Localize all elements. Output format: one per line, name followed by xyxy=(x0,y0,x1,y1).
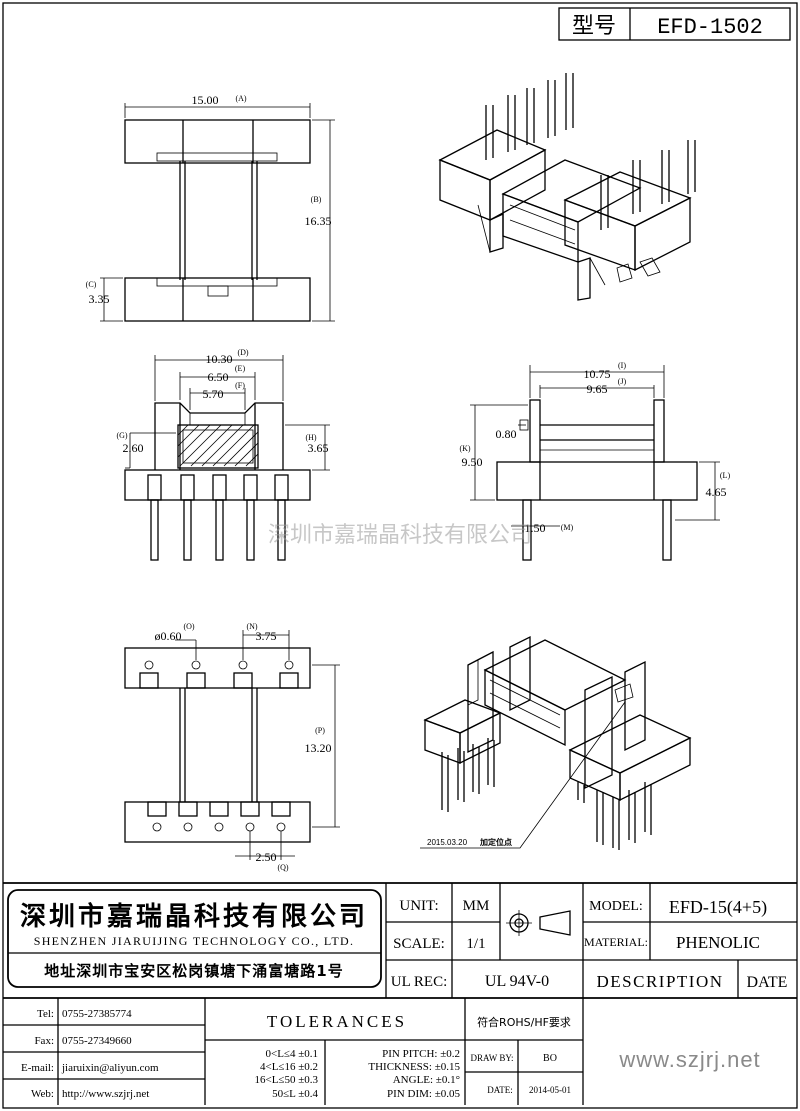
view-side: 10.75 (I) 9.65 (J) (K) 9.50 0.80 (L) 4.6… xyxy=(459,361,731,561)
model-value: EFD-15(4+5) xyxy=(669,897,767,918)
drawby-value: BO xyxy=(543,1053,557,1064)
dim-k-value: 9.50 xyxy=(462,455,483,469)
dim-q-letter: (Q) xyxy=(277,863,288,872)
scale-label: SCALE: xyxy=(393,936,445,952)
contact-tel-label: Tel: xyxy=(37,1008,54,1020)
contact-web-label: Web: xyxy=(31,1088,54,1100)
dim-b-letter: (B) xyxy=(311,195,322,204)
company-name-cn: 深圳市嘉瑞晶科技有限公司 xyxy=(20,901,368,932)
unit-label: UNIT: xyxy=(399,898,438,914)
company-address: 地址深圳市宝安区松岗镇塘下涌富塘路1号 xyxy=(44,962,343,980)
dim-f-letter: (F) xyxy=(235,381,245,390)
tolerance-spec-4: PIN DIM: ±0.05 xyxy=(387,1088,460,1100)
dim-g-letter: (G) xyxy=(116,431,127,440)
unit-value: MM xyxy=(463,898,490,914)
dim-e-value: 6.50 xyxy=(208,370,229,384)
dim-a-letter: (A) xyxy=(235,94,246,103)
rohs-text: 符合ROHS/HF要求 xyxy=(477,1015,571,1029)
watermark-text: 深圳市嘉瑞晶科技有限公司 xyxy=(268,523,532,548)
iso-view-top xyxy=(438,73,696,301)
ulrec-value: UL 94V-0 xyxy=(485,973,549,990)
dim-c-value: 3.35 xyxy=(89,292,110,306)
dim-n-letter: (N) xyxy=(246,622,257,631)
dim-l-value: 4.65 xyxy=(706,485,727,499)
model-label: MODEL: xyxy=(589,899,643,914)
header-model-value: EFD-1502 xyxy=(657,15,763,40)
ulrec-label: UL REC: xyxy=(391,974,448,990)
tolerance-spec-1: PIN PITCH: ±0.2 xyxy=(382,1048,460,1060)
view-top: 15.00 (A) (B) 16.35 (C) 3.35 xyxy=(86,93,335,322)
dim-p-letter: (P) xyxy=(315,726,325,735)
dim-f-value: 5.70 xyxy=(203,387,224,401)
annotation-note: 加定位点 xyxy=(479,837,512,847)
website-big-text: www.szjrj.net xyxy=(618,1047,760,1072)
dim-p-value: 13.20 xyxy=(305,741,332,755)
dim-extra-value: 0.80 xyxy=(496,427,517,441)
annotation-date: 2015.03.20 xyxy=(427,838,468,847)
tolerance-range-1: 0<L≤4 ±0.1 xyxy=(266,1048,319,1060)
projection-symbol-icon xyxy=(506,910,571,936)
tolerance-range-2: 4<L≤16 ±0.2 xyxy=(260,1061,318,1073)
iso-view-bottom: 2015.03.20 加定位点 xyxy=(420,635,692,850)
dim-h-value: 3.65 xyxy=(308,441,329,455)
dim-c-letter: (C) xyxy=(86,280,97,289)
tolerance-spec-2: THICKNESS: ±0.15 xyxy=(368,1061,460,1073)
title-block: 深圳市嘉瑞晶科技有限公司 SHENZHEN JIARUIJING TECHNOL… xyxy=(3,882,797,1105)
description-label: DESCRIPTION xyxy=(596,972,723,991)
dim-n-value: 3.75 xyxy=(256,629,277,643)
dim-k-letter: (K) xyxy=(459,444,470,453)
company-name-en: SHENZHEN JIARUIJING TECHNOLOGY CO., LTD. xyxy=(34,934,355,948)
tolerances-label: TOLERANCES xyxy=(267,1012,407,1031)
dim-i-value: 10.75 xyxy=(584,367,611,381)
contact-tel-value: 0755-27385774 xyxy=(62,1008,132,1020)
contact-email-label: E-mail: xyxy=(21,1062,54,1074)
dim-m-letter: (M) xyxy=(561,523,574,532)
contact-fax-value: 0755-27349660 xyxy=(62,1035,132,1047)
contact-fax-label: Fax: xyxy=(34,1035,54,1047)
dim-o-letter: (O) xyxy=(183,622,194,631)
dim-j-value: 9.65 xyxy=(587,382,608,396)
dim-a-value: 15.00 xyxy=(192,93,219,107)
header-model-box: 型号 EFD-1502 xyxy=(558,7,791,41)
header-model-label: 型号 xyxy=(572,14,616,39)
contact-email-value: jiaruixin@aliyun.com xyxy=(61,1062,159,1074)
view-bottom: ø0.60 (O) 3.75 (N) (P) 13.20 2.50 (Q) xyxy=(124,622,340,872)
dim-o-value: ø0.60 xyxy=(155,629,182,643)
date-field-label: DATE: xyxy=(487,1085,513,1095)
material-value: PHENOLIC xyxy=(676,933,760,952)
dim-g-value: 2.60 xyxy=(123,441,144,455)
scale-value: 1/1 xyxy=(466,936,485,952)
dim-b-value: 16.35 xyxy=(305,214,332,228)
drawby-label: DRAW BY: xyxy=(470,1053,513,1063)
material-label: MATERIAL: xyxy=(584,935,648,949)
dim-h-letter: (H) xyxy=(305,433,316,442)
tolerance-range-3: 16<L≤50 ±0.3 xyxy=(255,1074,319,1086)
dim-i-letter: (I) xyxy=(618,361,626,370)
date-field-value: 2014-05-01 xyxy=(529,1085,571,1095)
view-front: 10.30 (D) 6.50 (E) 5.70 (F) (G) 2.60 (H)… xyxy=(116,348,330,561)
dim-m-value: 1.50 xyxy=(525,521,546,535)
date-label: DATE xyxy=(747,974,788,991)
company-box xyxy=(7,889,382,988)
tolerance-range-4: 50≤L ±0.4 xyxy=(272,1088,318,1100)
contact-web-value: http://www.szjrj.net xyxy=(62,1088,149,1100)
dim-l-letter: (L) xyxy=(720,471,731,480)
dim-d-letter: (D) xyxy=(237,348,248,357)
dim-j-letter: (J) xyxy=(618,377,627,386)
dim-q-value: 2.50 xyxy=(256,850,277,864)
dim-d-value: 10.30 xyxy=(206,352,233,366)
dim-e-letter: (E) xyxy=(235,364,246,373)
tolerance-spec-3: ANGLE: ±0.1° xyxy=(393,1074,460,1086)
